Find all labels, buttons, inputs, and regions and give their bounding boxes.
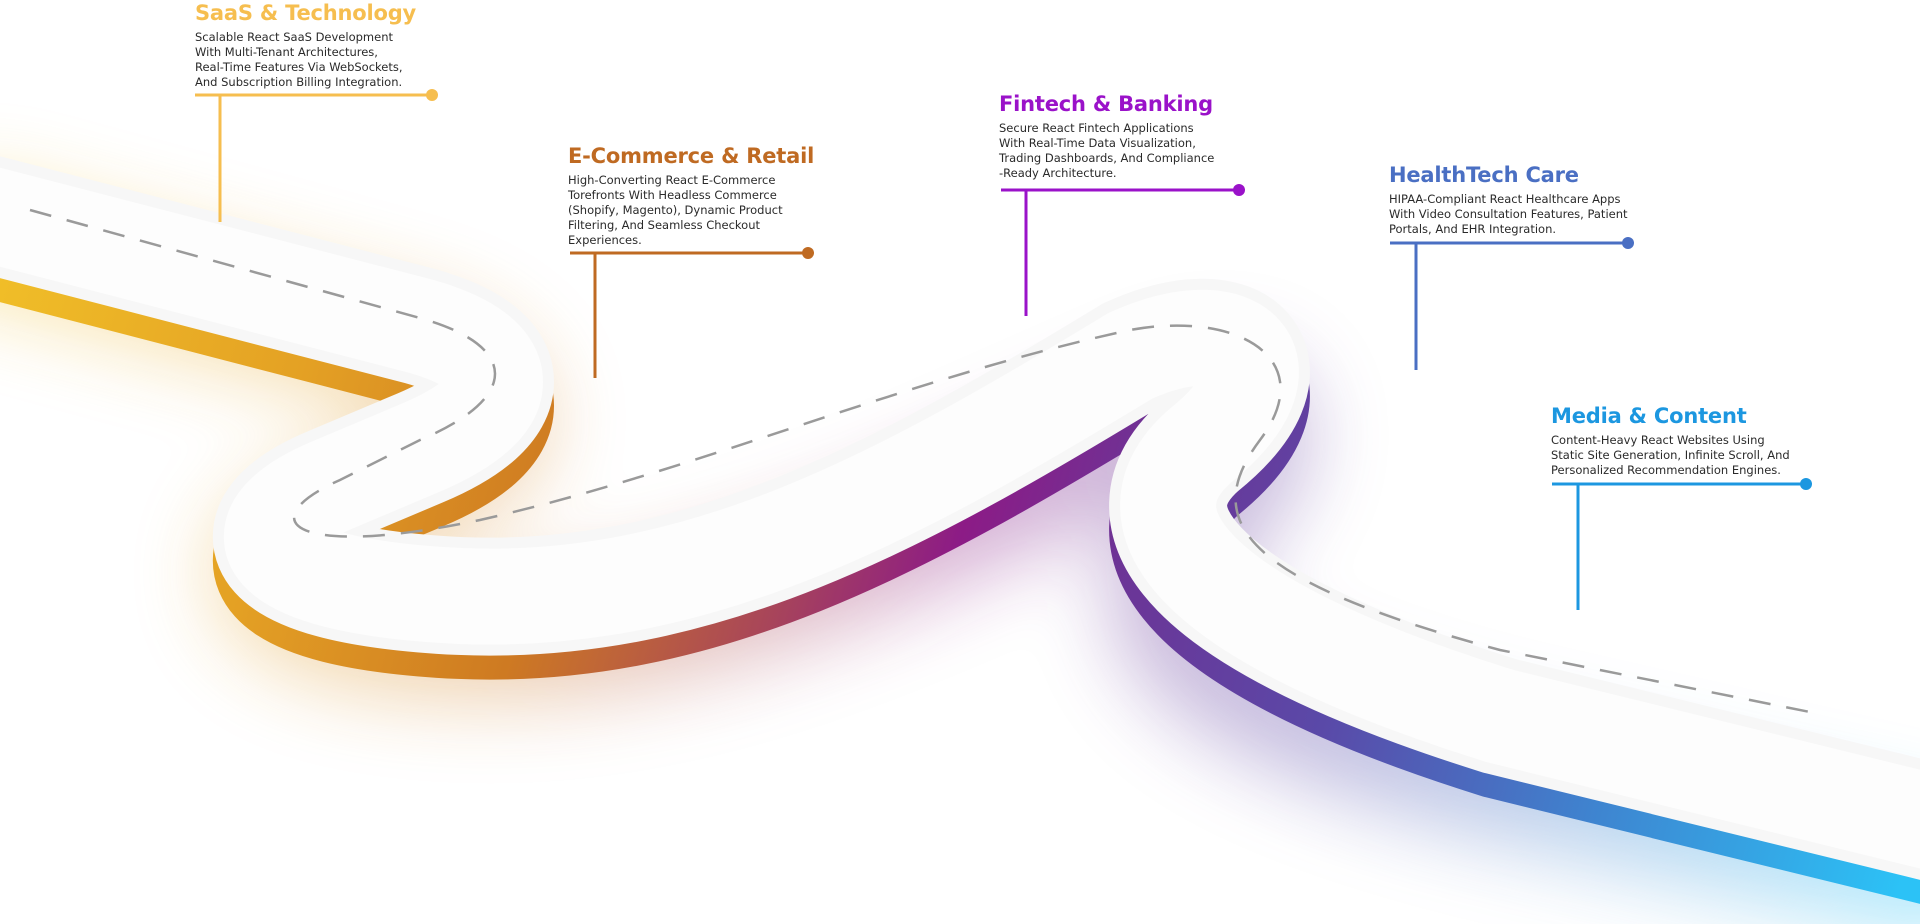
endpoint-dot-saas [426,89,438,101]
leader-healthtech [1390,237,1634,370]
milestone-description: High-Converting React E-Commerce Torefro… [568,173,783,247]
milestone-title: E-Commerce & Retail [568,144,815,168]
milestone-saas: SaaS & Technology Scalable React SaaS De… [195,0,455,90]
leader-fintech [1001,184,1245,316]
endpoint-dot-fintech [1233,184,1245,196]
endpoint-dot-ecommerce [802,247,814,259]
milestone-description: Content-Heavy React Websites Using Stati… [1551,433,1790,477]
leader-media [1552,478,1812,610]
road-edge-highlight [0,167,1920,869]
endpoint-dot-media [1800,478,1812,490]
milestone-title: SaaS & Technology [195,1,417,25]
milestone-media: Media & Content Content-Heavy React Webs… [1551,403,1831,478]
leader-ecommerce [570,247,814,378]
milestone-healthtech: HealthTech Care HIPAA-Compliant React He… [1389,162,1669,237]
milestone-title: HealthTech Care [1389,163,1579,187]
milestone-description: Scalable React SaaS Development With Mul… [195,30,403,89]
milestone-title: Fintech & Banking [999,92,1213,116]
milestone-title: Media & Content [1551,404,1747,428]
milestone-ecommerce: E-Commerce & Retail High-Converting Reac… [568,143,828,248]
leader-saas [195,89,438,222]
endpoint-dot-healthtech [1622,237,1634,249]
milestone-description: HIPAA-Compliant React Healthcare Apps Wi… [1389,192,1628,236]
milestone-description: Secure React Fintech Applications With R… [999,121,1215,180]
road-center-dashes [29,208,1811,714]
milestone-fintech: Fintech & Banking Secure React Fintech A… [999,91,1259,181]
